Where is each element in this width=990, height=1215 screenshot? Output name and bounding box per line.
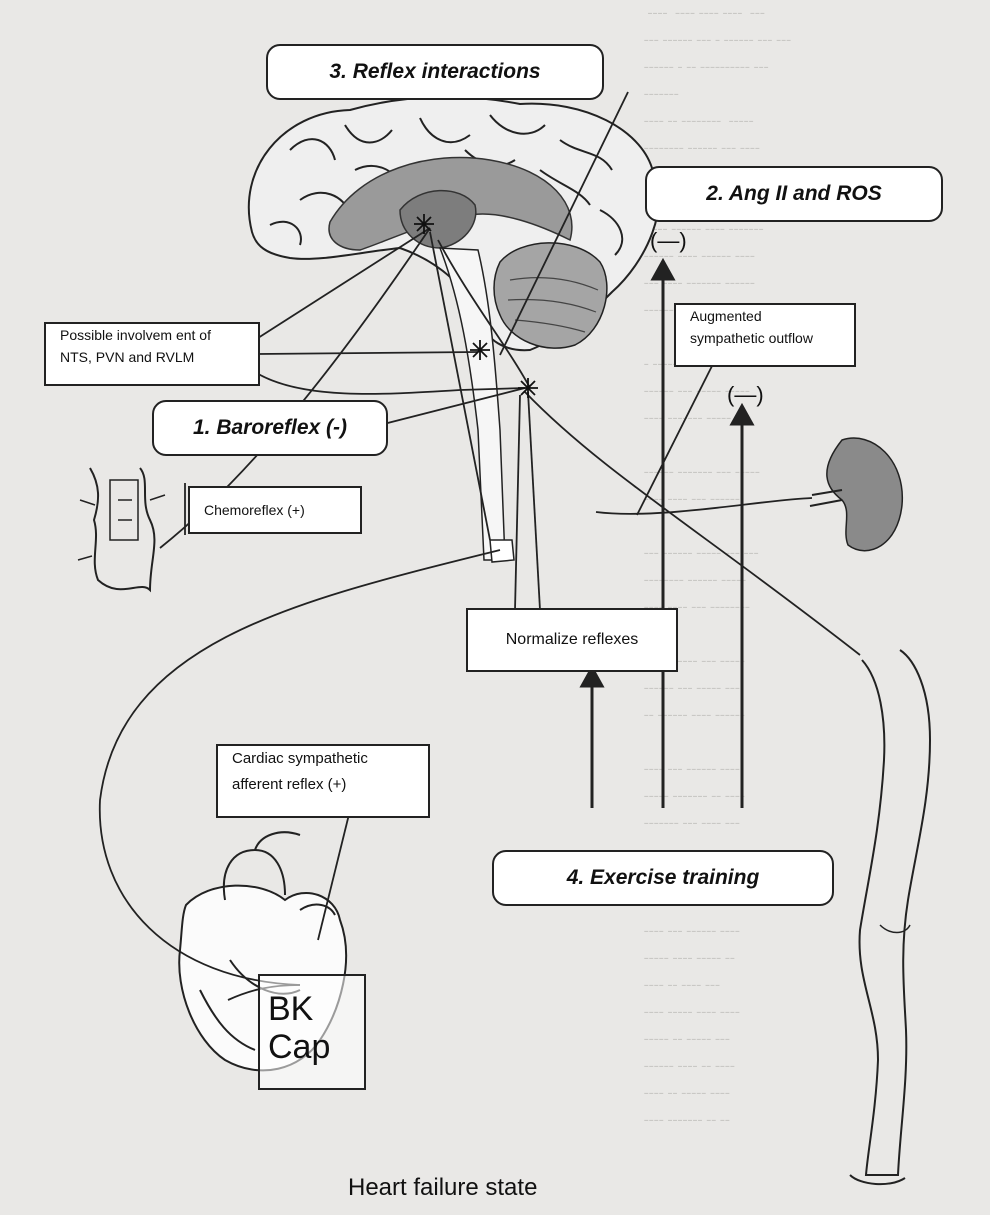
reflex-interactions-label: 3. Reflex interactions xyxy=(266,44,604,100)
augmented-line-2: sympathetic outflow xyxy=(690,327,813,349)
kidney-illustration xyxy=(810,438,902,551)
ang-ros-text: 2. Ang II and ROS xyxy=(706,182,881,206)
carotid-illustration xyxy=(78,468,165,590)
augmented-sympathetic-box: Augmented sympathetic outflow xyxy=(674,303,856,367)
possible-line-2: NTS, PVN and RVLM xyxy=(60,346,194,368)
exercise-training-label: 4. Exercise training xyxy=(492,850,834,906)
bk-cap-box: BK Cap xyxy=(258,974,366,1090)
augmented-line-1: Augmented xyxy=(690,305,762,327)
cardiac-line-2: afferent reflex (+) xyxy=(232,772,346,798)
chemoreflex-box: Chemoreflex (+) xyxy=(188,486,362,534)
normalize-reflexes-box: Normalize reflexes xyxy=(466,608,678,672)
leg-illustration xyxy=(850,650,930,1184)
cardiac-line-1: Cardiac sympathetic xyxy=(232,746,368,772)
reflex-interactions-text: 3. Reflex interactions xyxy=(329,60,540,84)
baroreflex-label: 1. Baroreflex (-) xyxy=(152,400,388,456)
normalize-reflexes-text: Normalize reflexes xyxy=(506,629,638,651)
cap-text: Cap xyxy=(268,1028,364,1066)
heart-failure-state-title: Heart failure state xyxy=(348,1174,537,1202)
baroreflex-text: 1. Baroreflex (-) xyxy=(193,416,347,440)
inhibition-sign-ang: (—) xyxy=(650,228,687,254)
inhibition-sign-outflow: (—) xyxy=(727,382,764,408)
possible-involvement-box: Possible involvem ent of NTS, PVN and RV… xyxy=(44,322,260,386)
possible-line-1: Possible involvem ent of xyxy=(60,324,211,346)
ang-ros-label: 2. Ang II and ROS xyxy=(645,166,943,222)
chemoreflex-text: Chemoreflex (+) xyxy=(204,499,305,521)
bk-text: BK xyxy=(268,990,364,1028)
exercise-training-text: 4. Exercise training xyxy=(567,866,760,890)
cardiac-afferent-box: Cardiac sympathetic afferent reflex (+) xyxy=(216,744,430,818)
